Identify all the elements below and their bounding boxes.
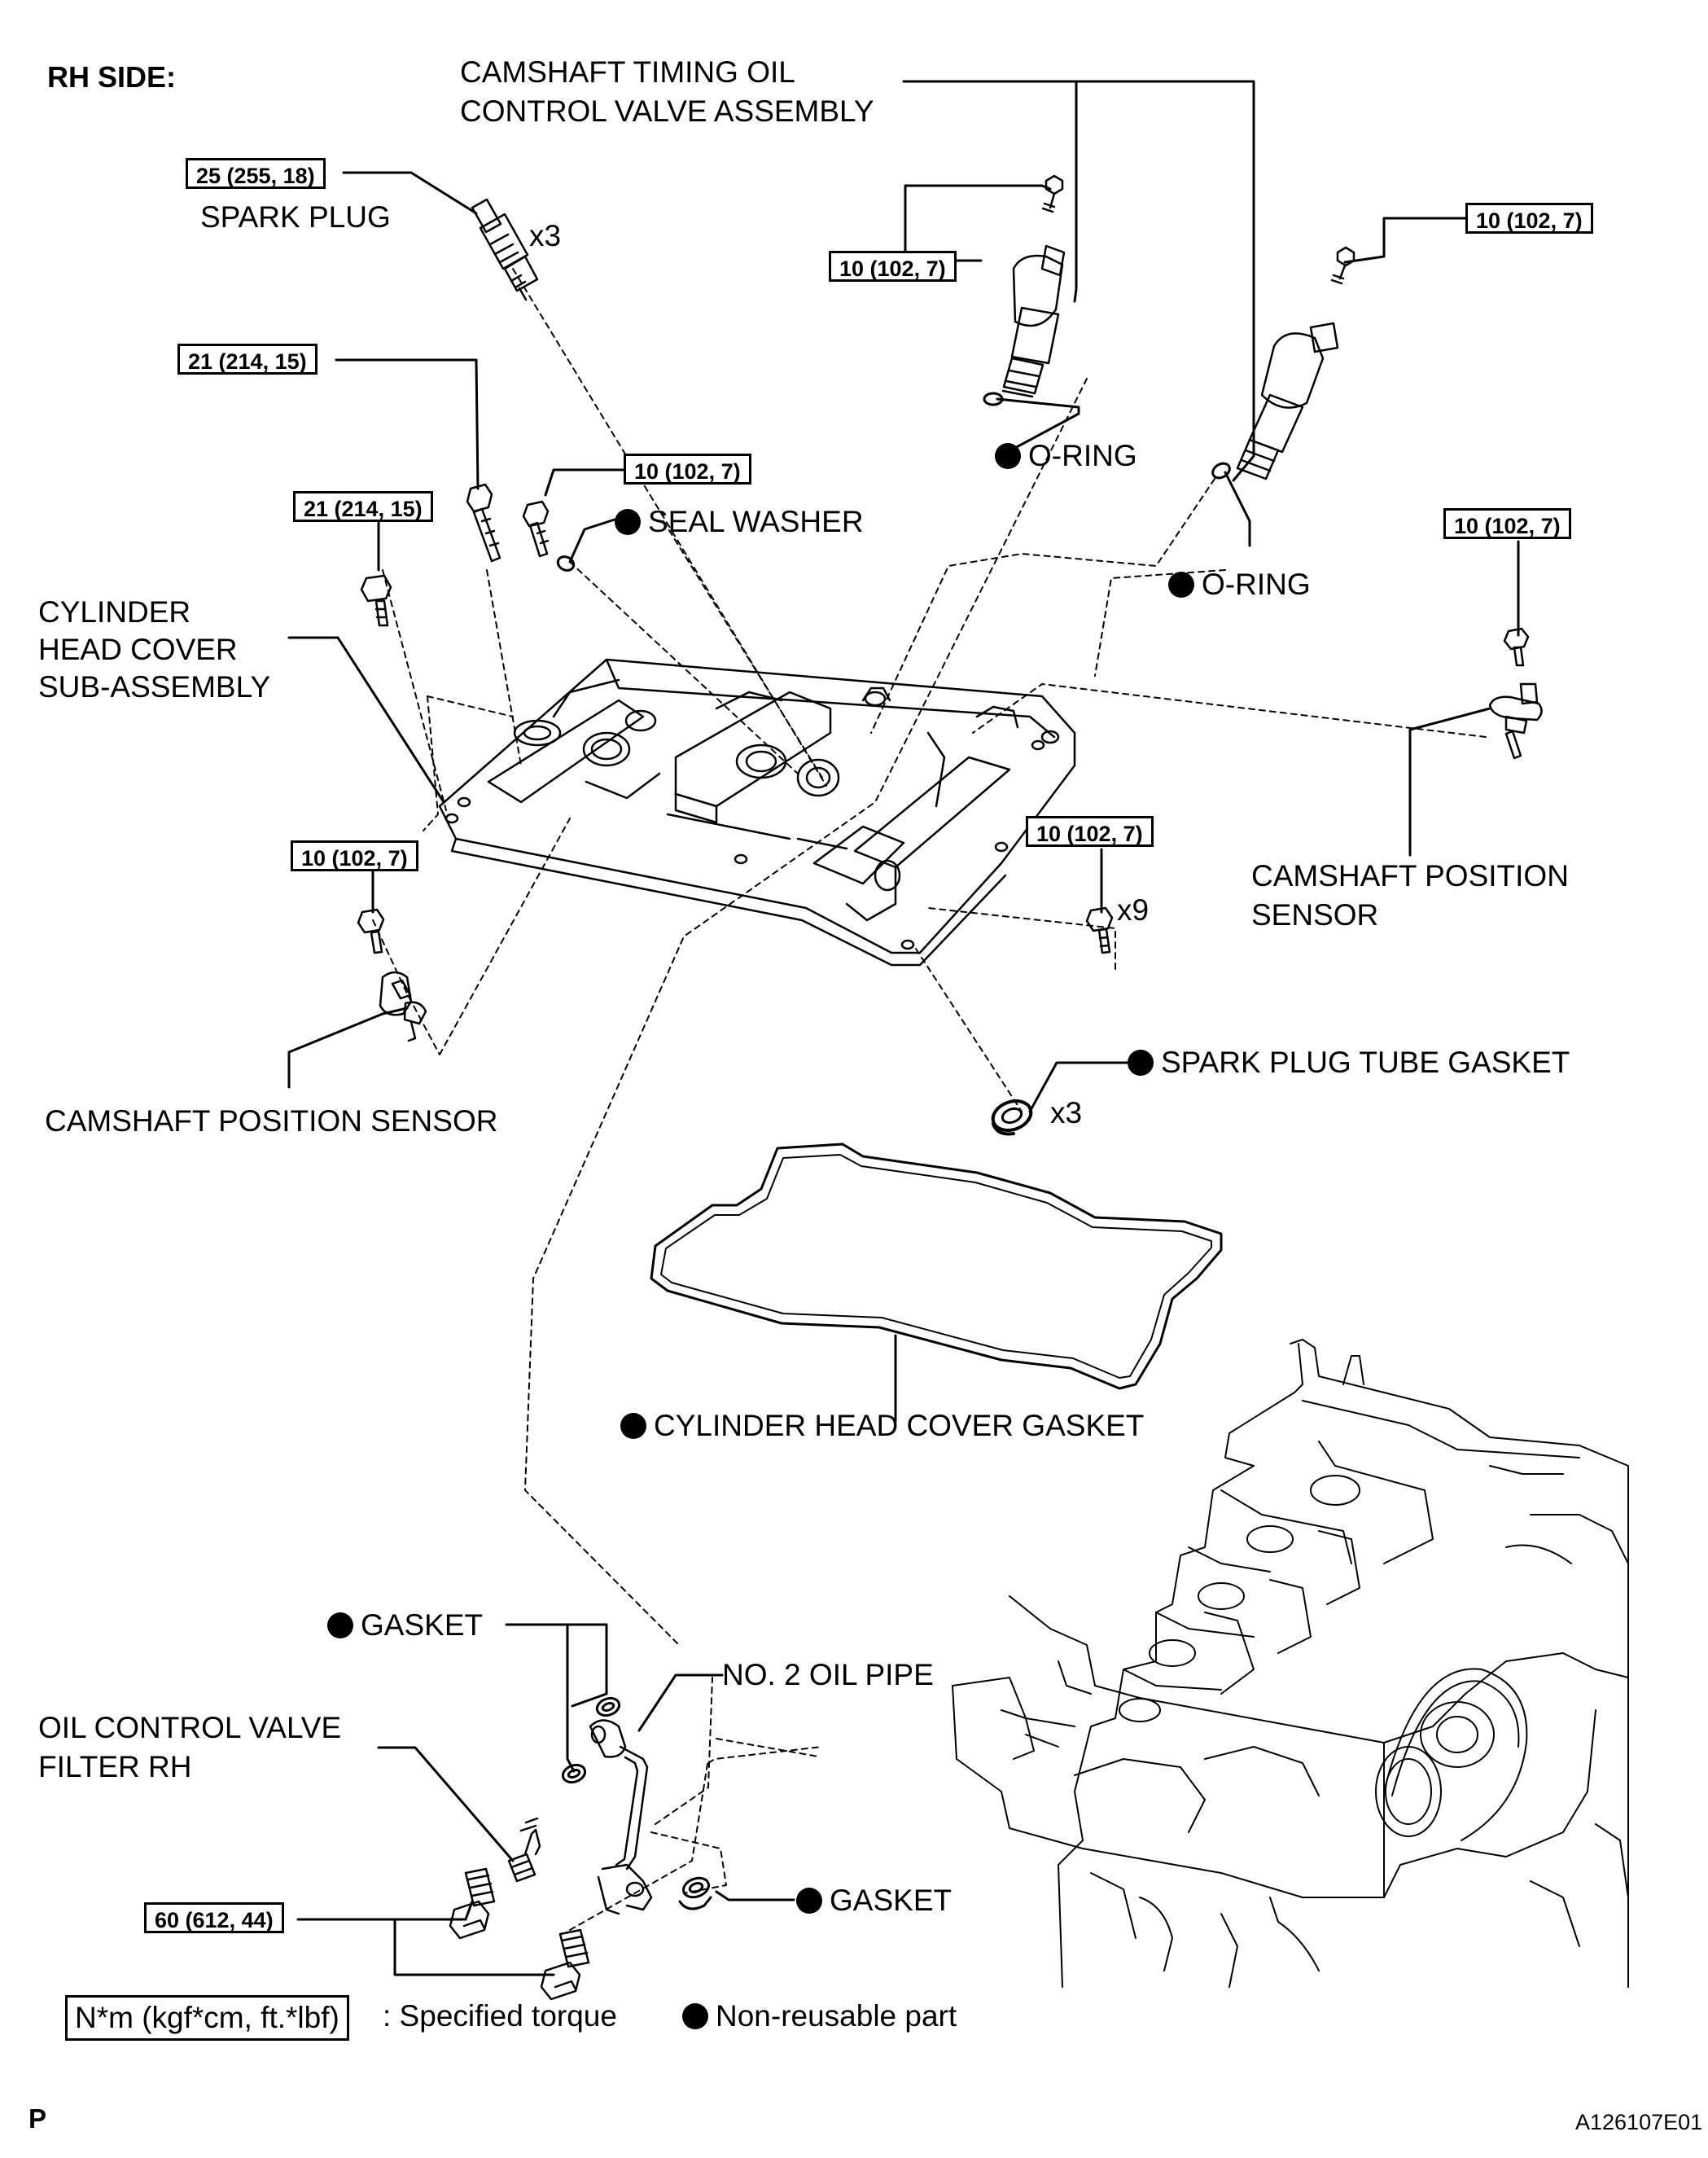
label-gasket-lower: GASKET [796,1881,952,1919]
union-bolt-upper-icon [449,1867,496,1940]
pipe-gaskets-icon [561,1696,712,1910]
stud-bolt-lower-icon [360,574,392,627]
figure-id: A126107E01 [1575,2110,1703,2134]
camshaft-position-sensor-left-icon [379,971,427,1042]
label-seal-washer: SEAL WASHER [615,502,864,541]
cam-sensor-right-bolt-icon [1503,627,1530,667]
spark-plug-icon [471,198,539,301]
torque-ocv-bolt-left: 10 (102, 7) [829,251,957,282]
label-camshaft-timing-valve-line2: CONTROL VALVE ASSEMBLY [460,94,874,128]
seal-washer-bolt-icon [522,500,550,558]
nonreusable-marker-icon [995,443,1021,469]
label-oil-control-valve-filter-line1: OIL CONTROL VALVE [38,1711,342,1744]
label-cam-sensor-left: CAMSHAFT POSITION SENSOR [45,1104,498,1138]
stud-bolt-upper-icon [466,483,501,563]
torque-cam-sensor-right-bolt: 10 (102, 7) [1443,508,1571,539]
nonreusable-marker-icon [1128,1050,1154,1076]
side-title: RH SIDE: [47,60,177,94]
oil-control-valve-right-icon [1236,246,1355,480]
torque-stud-bolt-upper: 21 (214, 15) [177,344,318,375]
torque-union-bolts: 60 (612, 44) [144,1902,284,1933]
label-cylinder-head-cover-gasket-text: CYLINDER HEAD COVER GASKET [654,1409,1145,1442]
o-ring-right-icon [1211,462,1231,480]
legend-nonreusable-text: Non-reusable part [716,1999,957,2033]
label-cam-sensor-right-line1: CAMSHAFT POSITION [1251,859,1569,893]
nonreusable-marker-icon [327,1612,353,1638]
label-cam-sensor-right-line2: SENSOR [1251,898,1379,932]
label-no2-oil-pipe: NO. 2 OIL PIPE [722,1658,934,1691]
oil-control-valve-left-icon [1001,174,1066,398]
torque-spark-plug: 25 (255, 18) [186,158,326,189]
qty-cover-bolts: x9 [1117,893,1150,927]
qty-spark-plug: x3 [529,219,562,252]
nonreusable-marker-icon [620,1413,646,1439]
corner-mark: P [28,2103,47,2134]
label-o-ring-1: O-RING [995,436,1137,475]
label-seal-washer-text: SEAL WASHER [648,505,864,538]
legend-torque-box: N*m (kgf*cm, ft.*lbf) [65,1995,349,2041]
torque-seal-washer-bolt: 10 (102, 7) [624,454,751,485]
label-camshaft-timing-valve-line1: CAMSHAFT TIMING OIL [460,55,795,89]
label-spark-plug: SPARK PLUG [200,200,391,234]
label-cylinder-head-cover-line2: HEAD COVER [38,633,238,666]
seal-washer-icon [556,555,576,572]
legend-nonreusable: Non-reusable part [682,1997,957,2035]
label-gasket-upper-text: GASKET [361,1608,484,1642]
label-cylinder-head-cover-gasket: CYLINDER HEAD COVER GASKET [620,1406,1144,1445]
torque-stud-bolt-lower: 21 (214, 15) [293,491,433,522]
engine-block-icon [952,1339,1629,1988]
no2-oil-pipe-icon [589,1719,653,1915]
oil-control-valve-filter-icon [507,1817,541,1883]
label-o-ring-1-text: O-RING [1028,439,1137,472]
legend-torque-desc: : Specified torque [383,1999,617,2033]
cover-bolt-icon [1085,906,1114,954]
torque-ocv-bolt-right: 10 (102, 7) [1465,203,1593,234]
cam-sensor-left-bolt-icon [357,908,385,954]
cylinder-head-cover-gasket-icon [650,1143,1223,1390]
nonreusable-marker-icon [1168,572,1194,598]
nonreusable-marker-icon [682,2003,708,2029]
label-o-ring-2: O-RING [1168,565,1311,603]
label-cylinder-head-cover-line3: SUB-ASSEMBLY [38,670,271,704]
nonreusable-marker-icon [615,509,641,535]
cylinder-head-cover-icon [438,658,1076,967]
o-ring-left-icon [983,392,1004,406]
label-spark-plug-tube-gasket-text: SPARK PLUG TUBE GASKET [1161,1046,1570,1079]
label-cylinder-head-cover-line1: CYLINDER [38,595,191,629]
union-bolt-lower-icon [540,1928,590,2001]
label-oil-control-valve-filter-line2: FILTER RH [38,1750,192,1783]
label-spark-plug-tube-gasket: SPARK PLUG TUBE GASKET [1128,1043,1570,1081]
spark-plug-tube-gasket-icon [991,1099,1033,1136]
torque-cover-bolts: 10 (102, 7) [1026,816,1154,847]
label-gasket-upper: GASKET [327,1606,483,1644]
qty-tube-gasket: x3 [1050,1096,1083,1129]
label-gasket-lower-text: GASKET [830,1884,953,1917]
torque-cam-sensor-left-bolt: 10 (102, 7) [291,840,418,871]
leader-lines [287,80,1520,1976]
label-o-ring-2-text: O-RING [1202,568,1311,601]
camshaft-position-sensor-right-icon [1488,682,1543,760]
nonreusable-marker-icon [796,1888,822,1914]
